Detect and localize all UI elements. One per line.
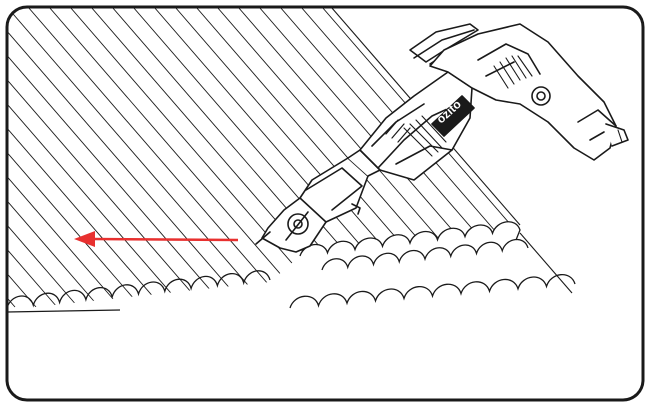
corrugation-line xyxy=(69,7,331,308)
handle xyxy=(429,23,629,161)
corrugation-line xyxy=(7,7,184,308)
corrugation-line xyxy=(7,7,205,308)
power-shear-tool: ozito xyxy=(255,23,629,253)
corrugation-line xyxy=(321,7,520,308)
corrugation-line xyxy=(616,7,650,307)
corrugation-line xyxy=(553,7,650,307)
corrugation-line xyxy=(7,7,268,308)
cut-direction-arrow xyxy=(74,231,239,247)
sheet-right-edge-lower xyxy=(519,232,573,294)
corrugation-line xyxy=(7,7,58,308)
corrugation-line xyxy=(111,7,373,308)
top-sheet-cut-edge xyxy=(7,270,271,309)
corrugation-line xyxy=(7,7,163,308)
corrugation-line xyxy=(574,7,650,307)
corrugation-line xyxy=(7,7,79,308)
bottom-sheet-edge xyxy=(7,274,576,313)
frame-border xyxy=(5,5,645,402)
ozito-logo-badge: ozito xyxy=(431,95,475,137)
corrugation-line xyxy=(7,7,247,308)
corrugation-line xyxy=(48,7,310,308)
corrugation-line xyxy=(7,7,100,308)
corrugation-line xyxy=(90,7,352,308)
cut-sheet-strip xyxy=(299,221,529,271)
corrugation-line xyxy=(7,7,121,308)
corrugation-line xyxy=(7,7,142,308)
corrugation-line xyxy=(7,7,226,308)
corrugation-line xyxy=(27,7,289,308)
motor-body xyxy=(359,71,473,181)
